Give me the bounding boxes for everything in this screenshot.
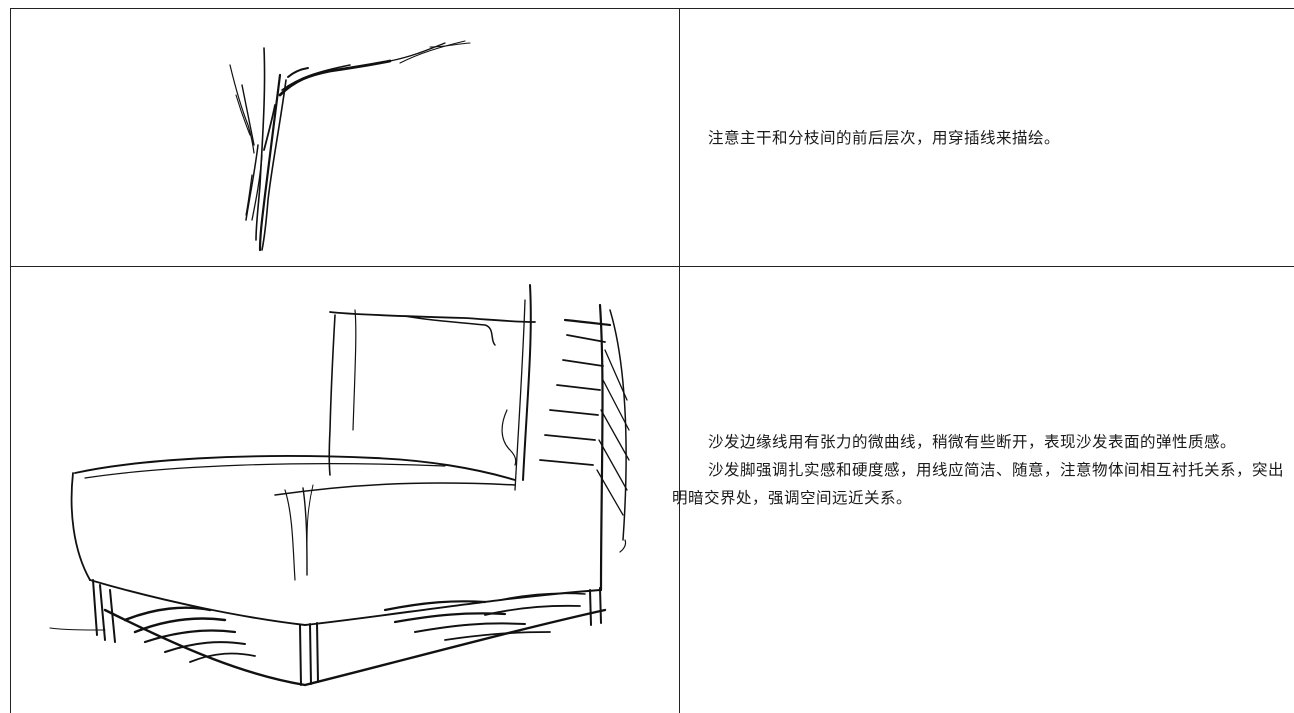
row-divider bbox=[10, 266, 1294, 267]
caption-sofa-paragraph-1: 沙发边缘线用有张力的微曲线，稍微有些断开，表现沙发表面的弹性质感。 bbox=[708, 433, 1237, 451]
content-table bbox=[10, 8, 1294, 713]
column-divider bbox=[679, 8, 680, 713]
sofa-chair-sketch bbox=[49, 284, 630, 687]
tree-branch-sketch bbox=[229, 40, 471, 252]
caption-tree: 注意主干和分枝间的前后层次，用穿插线来描绘。 bbox=[708, 124, 1268, 152]
caption-tree-text: 注意主干和分枝间的前后层次，用穿插线来描绘。 bbox=[708, 129, 1061, 147]
caption-sofa: 沙发边缘线用有张力的微曲线，稍微有些断开，表现沙发表面的弹性质感。 沙发脚强调扎… bbox=[672, 428, 1292, 512]
caption-sofa-paragraph-2: 沙发脚强调扎实感和硬度感，用线应简洁、随意，注意物体间相互衬托关系，突出明暗交界… bbox=[672, 461, 1285, 507]
